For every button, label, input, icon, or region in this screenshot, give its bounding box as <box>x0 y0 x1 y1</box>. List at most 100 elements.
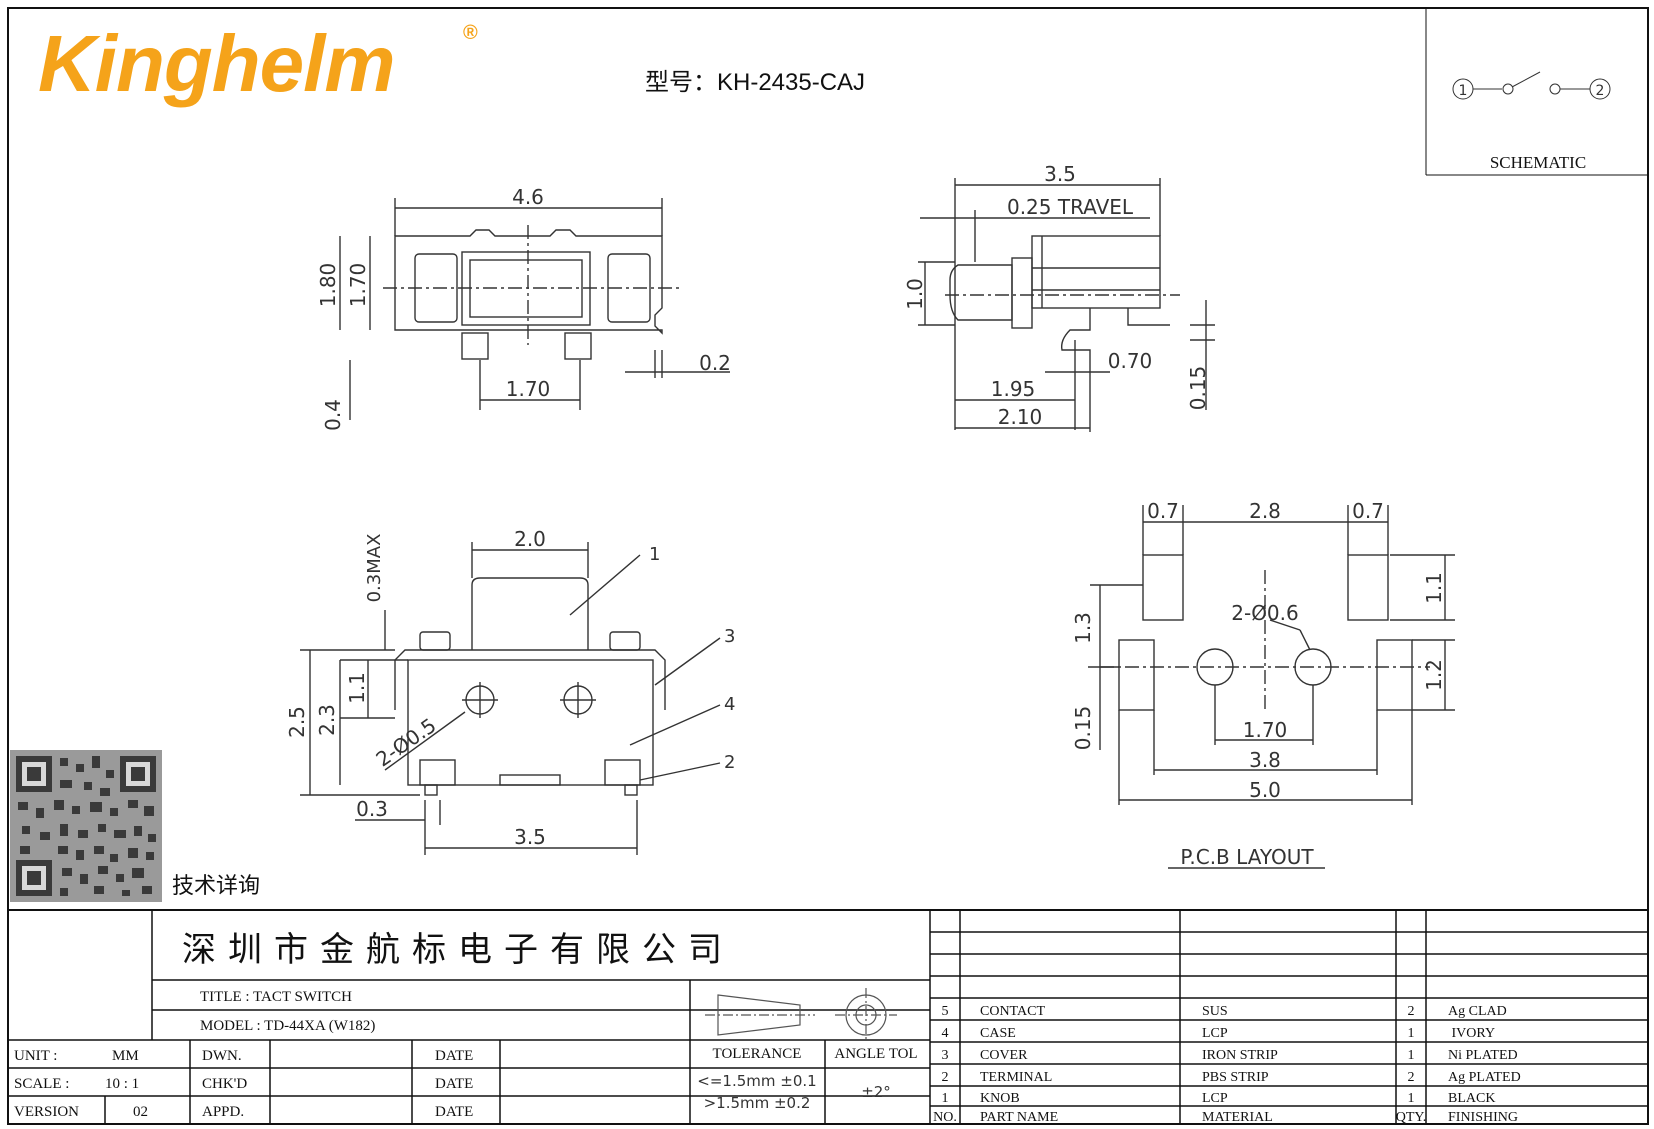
dim-top-width: 4.6 <box>512 185 544 209</box>
dim-front-hole: 2-Ø0.5 <box>371 713 440 771</box>
dim-side-length: 3.5 <box>1044 162 1076 186</box>
dim-pcb-pad-w-right: 0.7 <box>1352 499 1384 523</box>
bom-row-material: SUS <box>1202 1004 1228 1019</box>
angle-tol-header: ANGLE TOL <box>834 1046 917 1062</box>
bom-row-finishing: BLACK <box>1448 1091 1495 1106</box>
registered-mark: ® <box>463 22 478 44</box>
bom-table: 5 CONTACT SUS 2 Ag CLAD 4 CASE LCP 1 IVO… <box>933 1004 1521 1125</box>
bom-header-finishing: FINISHING <box>1448 1110 1518 1125</box>
bom-row-no: 1 <box>942 1091 949 1106</box>
bom-row-material: LCP <box>1202 1091 1228 1106</box>
dim-front-max-height: 0.3MAX <box>364 534 385 603</box>
dim-side-knob-height: 1.0 <box>903 278 927 310</box>
dim-side-d3: 2.10 <box>998 405 1043 429</box>
qr-code-icon <box>10 750 162 902</box>
tolerance-row-1: <=1.5mm ±0.1 <box>697 1072 816 1090</box>
dim-pcb-outer-span: 5.0 <box>1249 778 1281 802</box>
dim-top-pin-length: 0.4 <box>321 399 345 431</box>
dim-pcb-pad-h-bottom: 1.2 <box>1422 659 1446 691</box>
pcb-layout-label: P.C.B LAYOUT <box>1180 845 1314 869</box>
side-view <box>918 178 1215 432</box>
dim-pcb-offset: 0.15 <box>1071 706 1095 751</box>
bom-header-material: MATERIAL <box>1202 1110 1273 1125</box>
dim-front-offset: 0.3 <box>356 797 388 821</box>
dim-top-height-outer: 1.80 <box>316 263 340 308</box>
bom-row-qty: 1 <box>1408 1048 1415 1063</box>
title-value: TITLE : TACT SWITCH <box>200 989 352 1005</box>
version-label: VERSION <box>14 1104 79 1120</box>
bom-row-no: 4 <box>942 1026 949 1041</box>
bom-row-no: 3 <box>942 1048 949 1063</box>
dim-side-d2: 1.95 <box>991 377 1036 401</box>
dim-pcb-pad-gap: 2.8 <box>1249 499 1281 523</box>
dim-front-h2: 2.3 <box>315 704 339 736</box>
date-label-2: DATE <box>435 1076 473 1092</box>
dim-front-knob-width: 2.0 <box>514 527 546 551</box>
chkd-label: CHK'D <box>202 1076 247 1092</box>
scale-value: 10 : 1 <box>105 1076 139 1092</box>
bom-row-part: KNOB <box>980 1091 1020 1106</box>
bom-header-qty: QTY. <box>1396 1110 1426 1125</box>
company-name: 深圳市金航标电子有限公司 <box>182 931 734 969</box>
dim-top-pin-pitch: 1.70 <box>506 377 551 401</box>
bom-row-finishing: Ag PLATED <box>1448 1070 1521 1085</box>
bom-row-part: CONTACT <box>980 1004 1045 1019</box>
version-value: 02 <box>133 1104 148 1120</box>
bom-row-no: 5 <box>942 1004 949 1019</box>
dim-front-h3: 2.5 <box>285 706 309 738</box>
model-value: MODEL : TD-44XA (W182) <box>200 1018 375 1034</box>
bom-row-qty: 2 <box>1408 1004 1415 1019</box>
bom-row-material: LCP <box>1202 1026 1228 1041</box>
model-number: 型号：KH-2435-CAJ <box>645 69 866 96</box>
unit-value: MM <box>112 1048 139 1064</box>
dim-pcb-pad-w-left: 0.7 <box>1147 499 1179 523</box>
dim-front-h1: 1.1 <box>345 672 369 704</box>
date-label-3: DATE <box>435 1104 473 1120</box>
bom-row-finishing: Ag CLAD <box>1448 1004 1507 1019</box>
callout-3: 3 <box>724 626 735 647</box>
angle-tol-value: ±2° <box>861 1083 891 1101</box>
bom-row-part: COVER <box>980 1048 1028 1063</box>
brand-logo: Kinghelm <box>38 19 395 108</box>
bom-row-material: IRON STRIP <box>1202 1048 1278 1063</box>
appd-label: APPD. <box>202 1104 244 1120</box>
callout-2: 2 <box>724 752 735 773</box>
bom-row-qty: 2 <box>1408 1070 1415 1085</box>
bom-row-no: 2 <box>942 1070 949 1085</box>
bom-row-qty: 1 <box>1408 1026 1415 1041</box>
dim-pcb-pad-h-top: 1.1 <box>1422 572 1446 604</box>
dim-pcb-hole: 2-Ø0.6 <box>1231 601 1299 625</box>
date-label-1: DATE <box>435 1048 473 1064</box>
unit-label: UNIT : <box>14 1048 57 1064</box>
dim-pcb-row-gap: 1.3 <box>1071 612 1095 644</box>
dim-side-d4: 0.15 <box>1186 366 1210 411</box>
callout-4: 4 <box>724 694 735 715</box>
schematic-box: 1 2 SCHEMATIC <box>1425 8 1648 176</box>
dwn-label: DWN. <box>202 1048 242 1064</box>
dim-side-d1: 0.70 <box>1108 349 1153 373</box>
schematic-pin1: 1 <box>1459 83 1468 99</box>
dim-pcb-hole-pitch: 1.70 <box>1243 718 1288 742</box>
bom-row-part: CASE <box>980 1026 1016 1041</box>
dim-front-pin-span: 3.5 <box>514 825 546 849</box>
dim-top-height-inner: 1.70 <box>346 263 370 308</box>
qr-caption: 技术详询 <box>172 873 261 898</box>
dim-pcb-inner-span: 3.8 <box>1249 748 1281 772</box>
tolerance-header: TOLERANCE <box>713 1046 802 1062</box>
callout-1: 1 <box>649 544 660 565</box>
top-view <box>339 198 730 420</box>
bom-header-no: NO. <box>933 1110 957 1125</box>
bom-row-material: PBS STRIP <box>1202 1070 1269 1085</box>
bom-row-qty: 1 <box>1408 1091 1415 1106</box>
dim-side-travel: 0.25 TRAVEL <box>1007 195 1134 219</box>
schematic-pin2: 2 <box>1596 83 1605 99</box>
projection-symbol-icon <box>705 988 897 1042</box>
schematic-label: SCHEMATIC <box>1490 153 1586 172</box>
qr-code[interactable] <box>10 750 162 902</box>
pcb-layout <box>1088 505 1455 869</box>
dim-top-edge: 0.2 <box>699 351 731 375</box>
bom-row-part: TERMINAL <box>980 1070 1052 1085</box>
bom-header-part: PART NAME <box>980 1110 1058 1125</box>
tolerance-row-2: >1.5mm ±0.2 <box>704 1094 811 1112</box>
